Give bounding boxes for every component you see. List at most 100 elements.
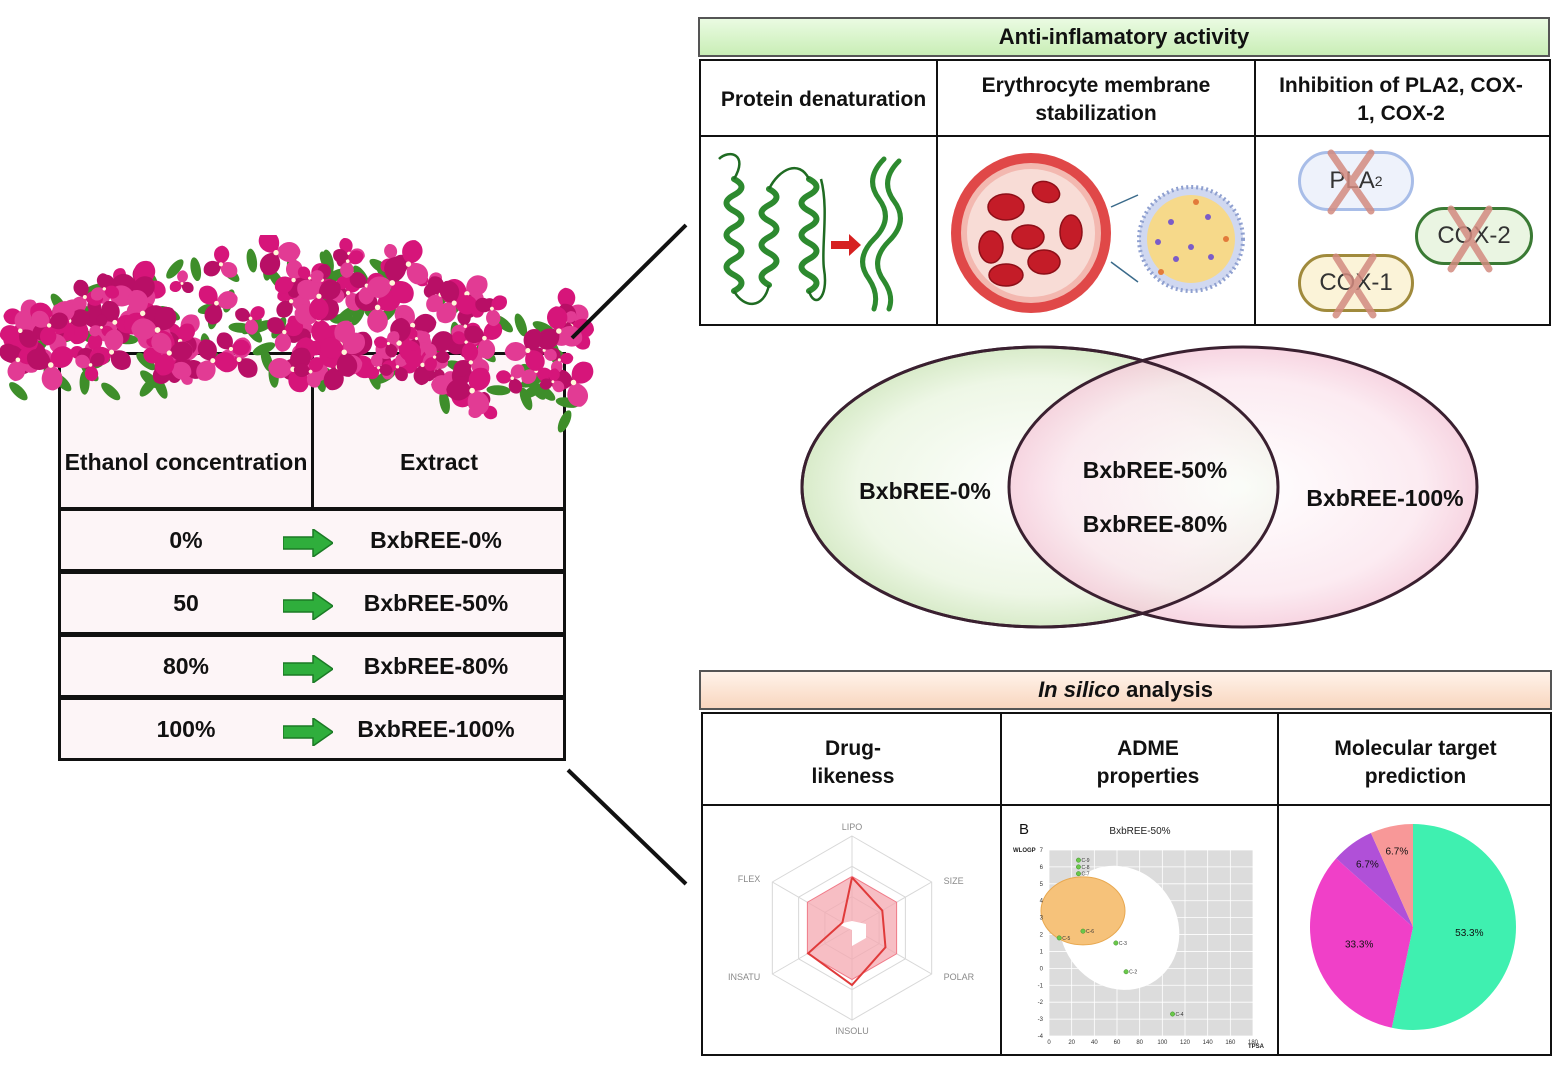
arrow-right-icon — [283, 655, 333, 683]
y-tick-label: 7 — [1040, 848, 1044, 854]
y-tick-label: 1 — [1040, 949, 1044, 955]
y-tick-label: 5 — [1040, 882, 1044, 888]
concentration-cell: 80% — [162, 652, 210, 679]
scatter-ylabel: WLOGP — [1013, 848, 1036, 854]
pla2-enzyme-pill: PLA2 — [1298, 151, 1414, 211]
pie-slice — [1370, 824, 1413, 927]
venn-label-middle-top: BxbREE-50% — [1082, 457, 1228, 483]
in-silico-banner: In silico analysis — [699, 670, 1552, 710]
venn-diagram — [800, 345, 1479, 629]
venn-label-right: BxbREE-100% — [1306, 485, 1464, 511]
scatter-point — [1170, 1011, 1175, 1017]
inhibition-cross-icons — [1327, 149, 1493, 319]
grid-divider — [1277, 714, 1279, 1054]
grid-divider — [936, 61, 938, 324]
scatter-point — [1076, 857, 1081, 863]
concentration-cell: 50 — [173, 589, 199, 616]
bougainvillea-flowers-illustration — [0, 235, 600, 435]
x-tick-label: 20 — [1068, 1040, 1075, 1046]
concentration-cell: 0% — [169, 526, 203, 553]
header-divider — [311, 355, 314, 507]
pie-slice — [1310, 858, 1413, 1028]
radar-axis-label: FLEX — [738, 874, 761, 884]
leaf-icon — [188, 256, 203, 282]
bbb-yolk-region — [1040, 876, 1126, 946]
y-tick-label: -1 — [1038, 983, 1044, 989]
scatter-xlabel: TPSA — [1248, 1044, 1265, 1050]
radar-axis-label: INSOLU — [835, 1026, 869, 1036]
venn-label-middle-bottom: BxbREE-80% — [1082, 511, 1228, 537]
protein-unfolding-illustration — [718, 153, 903, 312]
pie-slice-label: 6.7% — [1356, 860, 1379, 871]
scatter-point — [1056, 935, 1062, 941]
y-tick-label: 3 — [1040, 916, 1044, 922]
erythrocyte-membrane-header: Erythrocyte membrane stabilization — [981, 73, 1211, 125]
extract-cell: BxbREE-50% — [363, 589, 509, 616]
table-row: 100% BxbREE-100% — [58, 697, 566, 761]
in-silico-grid: Drug-likeness ADME properties Molecular … — [701, 712, 1552, 1056]
x-tick-label: 0 — [1047, 1040, 1051, 1046]
scatter-point-label: C-6 — [1086, 929, 1094, 935]
scatter-point-label: C-3 — [1119, 941, 1127, 947]
radar-axis-label: INSATU — [728, 972, 760, 982]
extract-cell: BxbREE-80% — [363, 652, 509, 679]
x-tick-label: 80 — [1136, 1040, 1143, 1046]
scatter-title: BxbREE-50% — [1109, 826, 1170, 837]
leaf-icon — [98, 379, 123, 404]
scatter-panel-letter: B — [1019, 821, 1029, 838]
venn-circle-right — [1007, 345, 1479, 629]
radar-axis-label: LIPO — [842, 822, 863, 832]
header-ethanol-concentration: Ethanol concentration — [64, 448, 308, 475]
arrow-right-icon — [283, 529, 333, 557]
radar-axis-label: SIZE — [944, 876, 964, 886]
pie-slice-label: 6.7% — [1385, 846, 1408, 857]
protein-denaturation-header: Protein denaturation — [720, 87, 927, 111]
x-tick-label: 40 — [1091, 1040, 1098, 1046]
scatter-point — [1076, 871, 1081, 877]
bioavailability-radar: LIPO SIZE POLAR INSOLU INSATU FLEX — [728, 822, 975, 1036]
arrow-right-icon — [283, 592, 333, 620]
table-row: 80% BxbREE-80% — [58, 634, 566, 698]
scatter-point — [1076, 864, 1081, 870]
adme-properties-header: ADME properties — [1096, 736, 1200, 788]
grid-divider — [701, 135, 1549, 137]
y-tick-label: 4 — [1040, 899, 1044, 905]
leaf-icon — [6, 379, 31, 404]
radar-axis-label: POLAR — [944, 972, 975, 982]
scatter-point-label: C-9 — [1081, 858, 1089, 864]
y-tick-label: -3 — [1038, 1017, 1044, 1023]
y-tick-label: -2 — [1038, 1000, 1044, 1006]
pie-slice-label: 33.3% — [1345, 940, 1373, 951]
in-silico-rest: analysis — [1119, 677, 1213, 702]
venn-label-left: BxbREE-0% — [859, 478, 991, 504]
grid-divider — [703, 804, 1550, 806]
erythrocyte-vessel-illustration — [951, 153, 1245, 313]
leaf-icon — [486, 384, 511, 396]
x-tick-label: 180 — [1248, 1040, 1259, 1046]
enzyme-inhibition-header: Inhibition of PLA2, COX-1, COX-2 — [1279, 73, 1523, 125]
scatter-point — [1113, 940, 1119, 946]
extract-cell: BxbREE-100% — [357, 715, 515, 742]
y-tick-label: 0 — [1040, 966, 1044, 972]
pie-slice-label: 53.3% — [1455, 928, 1483, 939]
connector-lines — [566, 223, 688, 886]
leaf-icon — [245, 247, 259, 274]
grid-divider — [1000, 714, 1002, 1054]
in-silico-italic: In silico — [1038, 677, 1120, 702]
pie-slice — [1391, 824, 1516, 1030]
grid-divider — [1254, 61, 1256, 324]
scatter-point — [1080, 928, 1086, 934]
x-tick-label: 120 — [1180, 1040, 1191, 1046]
x-tick-label: 100 — [1157, 1040, 1168, 1046]
pla2-subscript: 2 — [1374, 173, 1383, 189]
scatter-point-label: C-4 — [1176, 1012, 1184, 1018]
y-tick-label: -4 — [1038, 1034, 1044, 1040]
x-tick-label: 140 — [1203, 1040, 1214, 1046]
x-tick-label: 60 — [1114, 1040, 1121, 1046]
table-row: 50 BxbREE-50% — [58, 571, 566, 635]
y-tick-label: 2 — [1040, 933, 1044, 939]
scatter-point-label: C-5 — [1062, 936, 1070, 942]
anti-inflammatory-banner: Anti-inflamatory activity — [698, 17, 1550, 57]
table-row: 0% BxbREE-0% — [58, 508, 566, 572]
